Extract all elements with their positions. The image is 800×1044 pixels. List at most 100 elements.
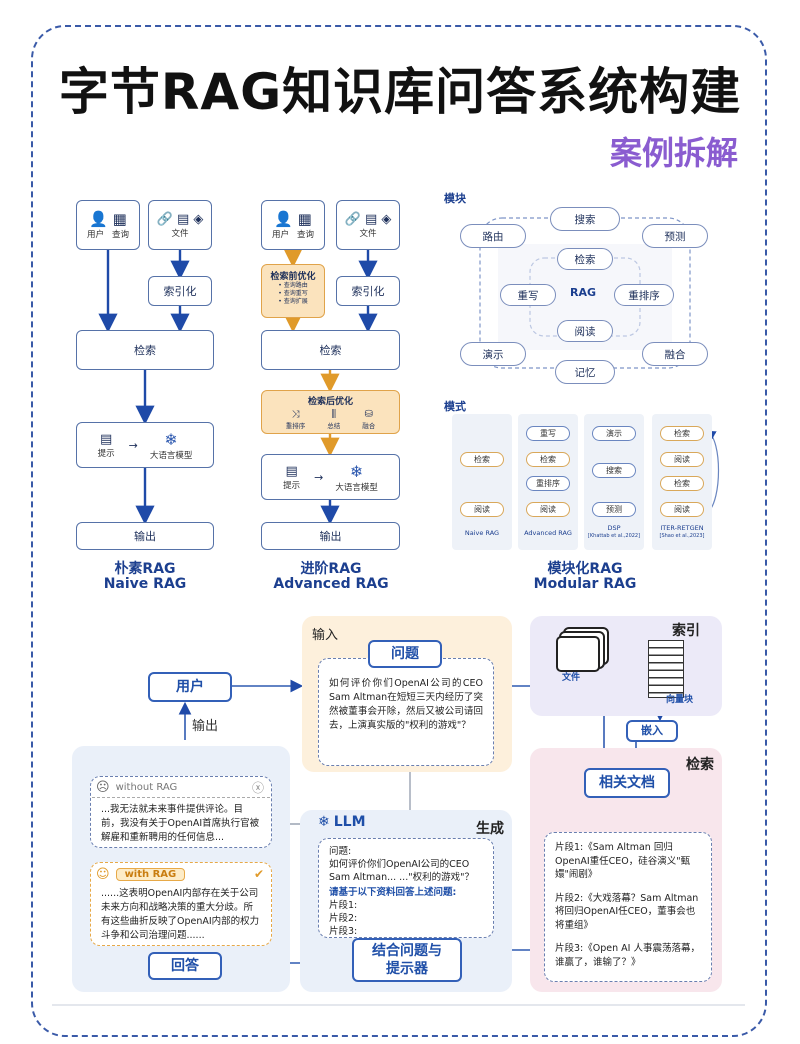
modules-title: 模块 [444, 192, 466, 205]
adv-pre-item-1: • 查询路由 [278, 282, 308, 289]
naive-index-box: 索引化 [148, 276, 212, 306]
with-rag-label: with RAG [115, 867, 186, 881]
without-rag-header: ☹ without RAG ⓧ [92, 778, 270, 798]
naive-file-box: 🔗 ▤ ◈ 文件 [148, 200, 212, 250]
combine-box: 结合问题与 提示器 [352, 938, 462, 982]
adv-post-title: 检索后优化 [307, 397, 353, 407]
without-rag-card: ...我无法就未来事件提供评论。目前，我没有关于OpenAI首席执行官被解雇和重… [90, 776, 272, 848]
pattern-iter-cite: [Shao et al.,2023] [659, 533, 705, 539]
pattern-naive-name: Naive RAG [464, 529, 500, 537]
with-rag-header: ☺ with RAG ✔ [94, 864, 268, 884]
module-search: 搜索 [550, 207, 620, 231]
advanced-rag-label: 进阶RAG Advanced RAG [256, 562, 406, 592]
snowflake-icon: ❄ [349, 461, 364, 481]
pattern-dsp-step-2: 搜索 [592, 463, 636, 478]
pattern-naive-step-2: 阅读 [460, 502, 504, 517]
smile-face-icon: ☺ [96, 866, 110, 882]
snowflake-icon: ❄ [318, 814, 330, 830]
naive-prompt: 提示 [97, 448, 115, 459]
pattern-dsp-cite: [Khattab et al.,2022] [587, 533, 641, 539]
modular-label-cn: 模块化RAG [547, 561, 623, 577]
adv-llm-box: ▤ 提示 → ❄ 大语言模型 [261, 454, 400, 500]
pattern-adv-step-2: 检索 [526, 452, 570, 467]
prompt-q-text: 如何评价你们OpenAI公司的CEO Sam Altman... ..."权利的… [329, 859, 474, 883]
pattern-dsp-step-3: 预测 [592, 502, 636, 517]
chunk-2: 片段2:《大戏落幕？Sam Altman将回归OpenAI任CEO，董事会也将重… [555, 892, 699, 931]
retrieve-label: 检索 [686, 757, 714, 773]
adv-prompt: 提示 [283, 480, 301, 491]
prompt-chunk-1: 片段1: [329, 900, 358, 911]
module-memory: 记忆 [555, 360, 615, 384]
files-label: 文件 [562, 673, 581, 683]
llm-box: ❄ LLM [318, 814, 366, 830]
page-subtitle: 案例拆解 [609, 134, 738, 172]
relevant-docs-box: 相关文档 [584, 768, 670, 798]
document-icon: ▤ [99, 431, 113, 447]
user-icon: 👤 ▦ [274, 210, 312, 228]
shuffle-icon: ⤨ [291, 409, 300, 420]
snowflake-icon: ❄ [164, 429, 178, 449]
module-rerank: 重排序 [614, 284, 674, 306]
adv-llm: 大语言模型 [335, 482, 378, 493]
module-retrieve: 检索 [557, 248, 613, 270]
adv-user: 用户 [271, 230, 289, 240]
naive-label-en: Naive RAG [103, 576, 187, 592]
pattern-iter-name: ITER-RETGEN [Shao et al.,2023] [652, 524, 712, 540]
waveform-icon: ⫼ [331, 409, 337, 420]
pattern-iter-title: ITER-RETGEN [660, 524, 704, 532]
pattern-iter-step-3: 检索 [660, 476, 704, 491]
output-label: 输出 [192, 719, 219, 734]
document-icon: ▤ [285, 463, 298, 479]
pattern-dsp-name: DSP [Khattab et al.,2022] [584, 524, 644, 540]
check-icon: ✔ [253, 867, 264, 881]
pattern-naive-col [452, 414, 512, 550]
patterns-title: 模式 [444, 400, 466, 413]
file-icon: 🔗 ▤ ◈ [156, 211, 204, 227]
naive-file: 文件 [171, 228, 189, 239]
naive-retrieve-box: 检索 [76, 330, 214, 370]
embed-box: 嵌入 [626, 720, 678, 742]
chunks-card: 片段1:《Sam Altman 回归 OpenAI重任CEO，硅谷演义"甄嬛"闹… [544, 832, 712, 982]
file-icon: 🔗 ▤ ◈ [344, 211, 392, 227]
question-title: 问题 [368, 640, 442, 668]
adv-pre-retrieval-box: 检索前优化 • 查询路由 • 查询重写 • 查询扩展 [261, 264, 325, 318]
naive-query: 查询 [112, 230, 130, 240]
adv-pre-item-3: • 查询扩展 [278, 298, 308, 305]
adv-output-box: 输出 [261, 522, 400, 550]
pattern-naive-step-1: 检索 [460, 452, 504, 467]
module-read: 阅读 [557, 320, 613, 342]
pattern-adv-step-1: 重写 [526, 426, 570, 441]
input-label: 输入 [312, 628, 339, 643]
pattern-dsp-title: DSP [607, 524, 621, 532]
llm-label: LLM [333, 814, 366, 830]
chunk-3: 片段3:《Open AI 人事震荡落幕，谁赢了，谁输了？》 [555, 943, 700, 968]
adv-pre-item-2: • 查询重写 [278, 290, 308, 297]
index-label: 索引 [672, 623, 700, 639]
adv-post-item-2: 总结 [327, 422, 341, 430]
page-frame [31, 25, 767, 1037]
adv-file-box: 🔗 ▤ ◈ 文件 [336, 200, 400, 250]
adv-user-query-box: 👤 ▦ 用户 查询 [261, 200, 325, 250]
answer-box: 回答 [148, 952, 222, 980]
question-card: 如何评价你们OpenAI公司的CEO Sam Altman在短短三天内经历了突然… [318, 658, 494, 766]
merge-icon: ⛁ [364, 409, 373, 420]
modular-label-en: Modular RAG [533, 576, 637, 592]
adv-retrieve-box: 检索 [261, 330, 400, 370]
vector-chunks-icon [648, 640, 684, 698]
adv-query: 查询 [297, 230, 315, 240]
pattern-iter-step-1: 检索 [660, 426, 704, 441]
naive-label-cn: 朴素RAG [114, 561, 176, 577]
module-demo: 演示 [460, 342, 526, 366]
naive-user: 用户 [86, 230, 104, 240]
user-icon: 👤 ▦ [89, 210, 127, 228]
naive-output-box: 输出 [76, 522, 214, 550]
module-route: 路由 [460, 224, 526, 248]
files-stack-icon [556, 636, 600, 672]
adv-label-cn: 进阶RAG [300, 561, 362, 577]
pattern-adv-step-3: 重排序 [526, 476, 570, 491]
prompt-chunk-2: 片段2: [329, 913, 358, 924]
prompt-q-title: 问题: [329, 846, 352, 857]
pattern-adv-name: Advanced RAG [524, 529, 572, 537]
adv-post-item-1: 重排序 [285, 422, 306, 430]
adv-file: 文件 [359, 228, 377, 239]
